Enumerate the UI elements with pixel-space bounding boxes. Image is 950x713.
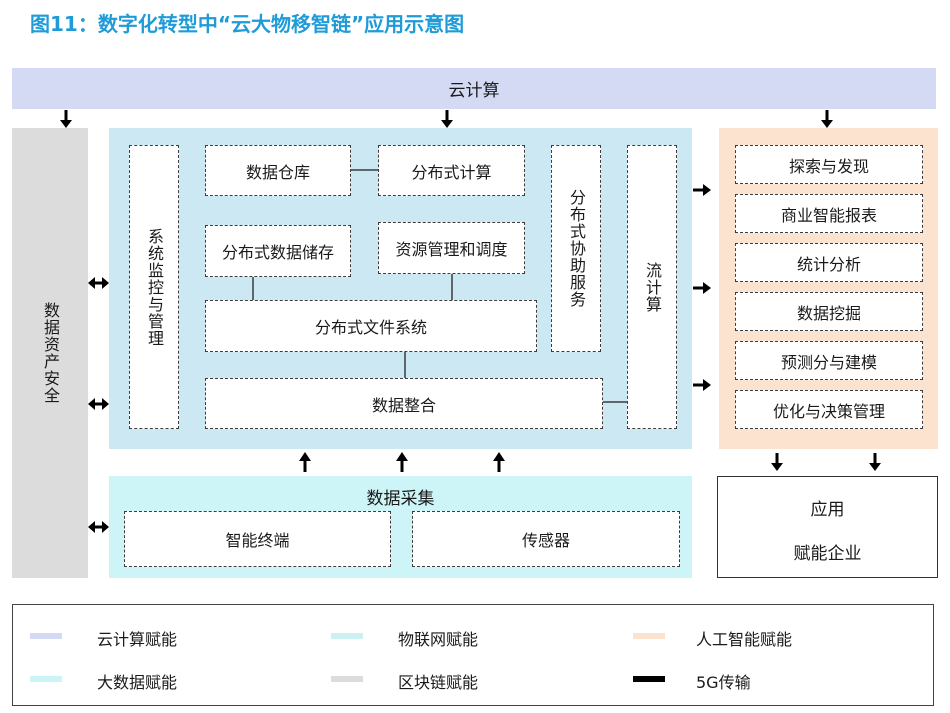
legend-box: 云计算赋能 物联网赋能 人工智能赋能 大数据赋能 区块链赋能 5G传输: [12, 604, 934, 706]
legend-label: 云计算赋能: [97, 630, 178, 649]
legend-swatch: [633, 633, 665, 639]
distributed-computing-label: 分布式计算: [411, 162, 492, 182]
legend-swatch: [633, 676, 665, 682]
legend-swatch: [331, 633, 363, 639]
double-arrow-icon: [88, 398, 109, 410]
arrow-up-icon: [396, 452, 408, 472]
arrow-down-icon: [441, 110, 453, 128]
arrow-right-icon: [693, 282, 711, 294]
analytics-item-label: 探索与发现: [788, 156, 869, 176]
data-integration-box: 数据整合: [205, 378, 603, 429]
legend-swatch: [331, 676, 363, 682]
arrow-down-icon: [60, 110, 72, 128]
distributed-file-system-label: 分布式文件系统: [314, 318, 427, 337]
sensor-box: 传感器: [412, 511, 680, 567]
stream-computing-box: 流计算: [627, 145, 677, 429]
analytics-item-label: 统计分析: [796, 254, 861, 274]
legend-label: 区块链赋能: [398, 673, 479, 692]
analytics-item-label: 商业智能报表: [780, 205, 877, 225]
security-column: 数据资产安全: [12, 128, 88, 578]
figure-title: 图11：数字化转型中“云大物移智链”应用示意图: [30, 12, 465, 36]
analytics-item: 探索与发现: [735, 145, 923, 184]
arrow-right-icon: [693, 379, 711, 391]
distributed-storage-box: 分布式数据储存: [205, 225, 351, 277]
distributed-storage-label: 分布式数据储存: [221, 243, 334, 262]
arrow-up-icon: [493, 452, 505, 472]
analytics-item: 优化与决策管理: [735, 390, 923, 429]
system-monitor-box: 系统监控与管理: [129, 145, 179, 429]
security-label: 数据资产安全: [41, 302, 60, 404]
data-warehouse-label: 数据仓库: [245, 162, 310, 182]
cloud-computing-bar: 云计算: [12, 68, 936, 109]
legend-label: 大数据赋能: [97, 673, 178, 692]
application-label: 应用: [810, 500, 845, 520]
double-arrow-icon: [88, 277, 109, 289]
resource-management-box: 资源管理和调度: [378, 222, 525, 274]
arrow-up-icon: [299, 452, 311, 472]
resource-management-label: 资源管理和调度: [395, 240, 508, 259]
legend-swatch: [30, 676, 62, 682]
distributed-coordination-label: 分布式协助服务: [567, 189, 586, 308]
analytics-item: 商业智能报表: [735, 194, 923, 233]
smart-terminal-label: 智能终端: [225, 531, 290, 550]
legend-label: 人工智能赋能: [696, 630, 793, 649]
stream-computing-label: 流计算: [643, 261, 662, 313]
arrow-down-icon: [869, 453, 881, 471]
empower-enterprise-label: 赋能企业: [793, 544, 862, 564]
analytics-item-label: 预测分与建模: [780, 352, 877, 372]
legend-swatch: [30, 633, 62, 639]
arrow-down-icon: [821, 110, 833, 128]
system-monitor-label: 系统监控与管理: [145, 227, 164, 347]
distributed-coordination-box: 分布式协助服务: [551, 145, 601, 352]
analytics-item: 统计分析: [735, 243, 923, 282]
analytics-item-label: 优化与决策管理: [772, 401, 885, 421]
legend-label: 物联网赋能: [398, 630, 479, 649]
smart-terminal-box: 智能终端: [124, 511, 391, 567]
arrow-right-icon: [693, 184, 711, 196]
data-collection-title: 数据采集: [366, 489, 435, 509]
analytics-item: 预测分与建模: [735, 341, 923, 380]
sensor-label: 传感器: [521, 531, 570, 550]
data-integration-label: 数据整合: [371, 395, 436, 415]
arrow-down-icon: [771, 453, 783, 471]
application-box: 应用 赋能企业: [717, 476, 938, 578]
legend-label: 5G传输: [696, 673, 751, 692]
analytics-item-label: 数据挖掘: [796, 303, 861, 323]
double-arrow-icon: [88, 521, 109, 533]
data-warehouse-box: 数据仓库: [205, 145, 351, 196]
analytics-item: 数据挖掘: [735, 292, 923, 331]
distributed-file-system-box: 分布式文件系统: [205, 300, 537, 352]
cloud-computing-label: 云计算: [448, 81, 500, 101]
distributed-computing-box: 分布式计算: [378, 145, 525, 196]
